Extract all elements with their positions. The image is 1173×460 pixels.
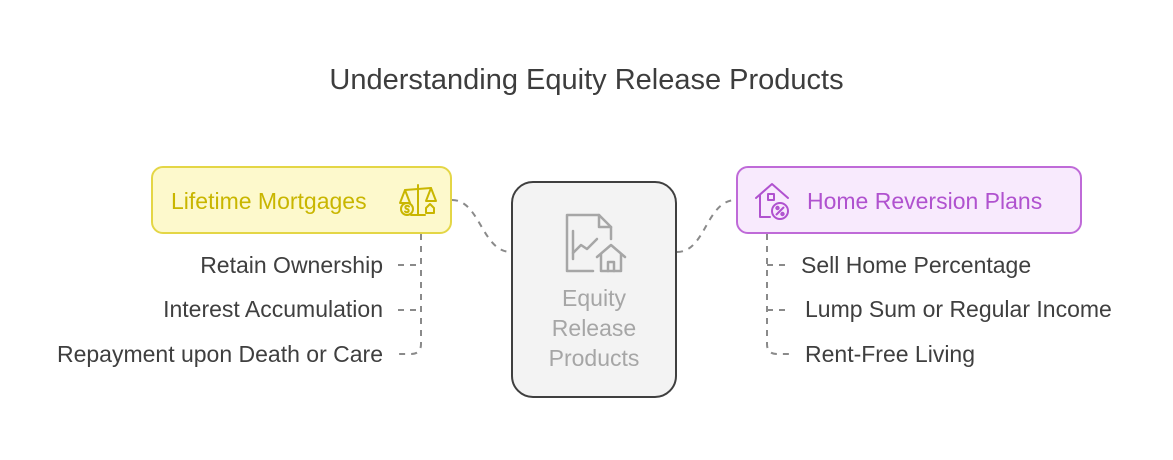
node-equity-release-products: Equity Release Products (511, 181, 677, 398)
document-chart-house-icon (565, 213, 627, 273)
node-equity-release-products-label: Equity Release Products (548, 285, 640, 371)
node-home-reversion-plans: Home Reversion Plans (736, 166, 1082, 234)
connector-left-trunk (398, 234, 422, 355)
node-home-reversion-plans-label: Home Reversion Plans (807, 188, 1043, 214)
right-item-lump-sum: Lump Sum or Regular Income (805, 296, 1112, 322)
right-item-sell-home-percentage: Sell Home Percentage (801, 252, 1032, 278)
node-lifetime-mortgages-label: Lifetime Mortgages (171, 188, 367, 214)
connector-center-right (676, 199, 737, 253)
left-item-retain-ownership: Retain Ownership (200, 252, 383, 278)
left-item-interest-accumulation: Interest Accumulation (163, 296, 383, 322)
house-percent-icon (755, 183, 789, 220)
node-lifetime-mortgages: Lifetime Mortgages (151, 166, 452, 234)
connector-center-left (451, 199, 512, 253)
left-item-repayment: Repayment upon Death or Care (56, 341, 383, 367)
diagram-title: Understanding Equity Release Products (329, 64, 844, 96)
connector-right-trunk (766, 234, 790, 355)
right-item-rent-free-living: Rent-Free Living (805, 341, 976, 367)
scales-money-house-icon (399, 184, 437, 216)
